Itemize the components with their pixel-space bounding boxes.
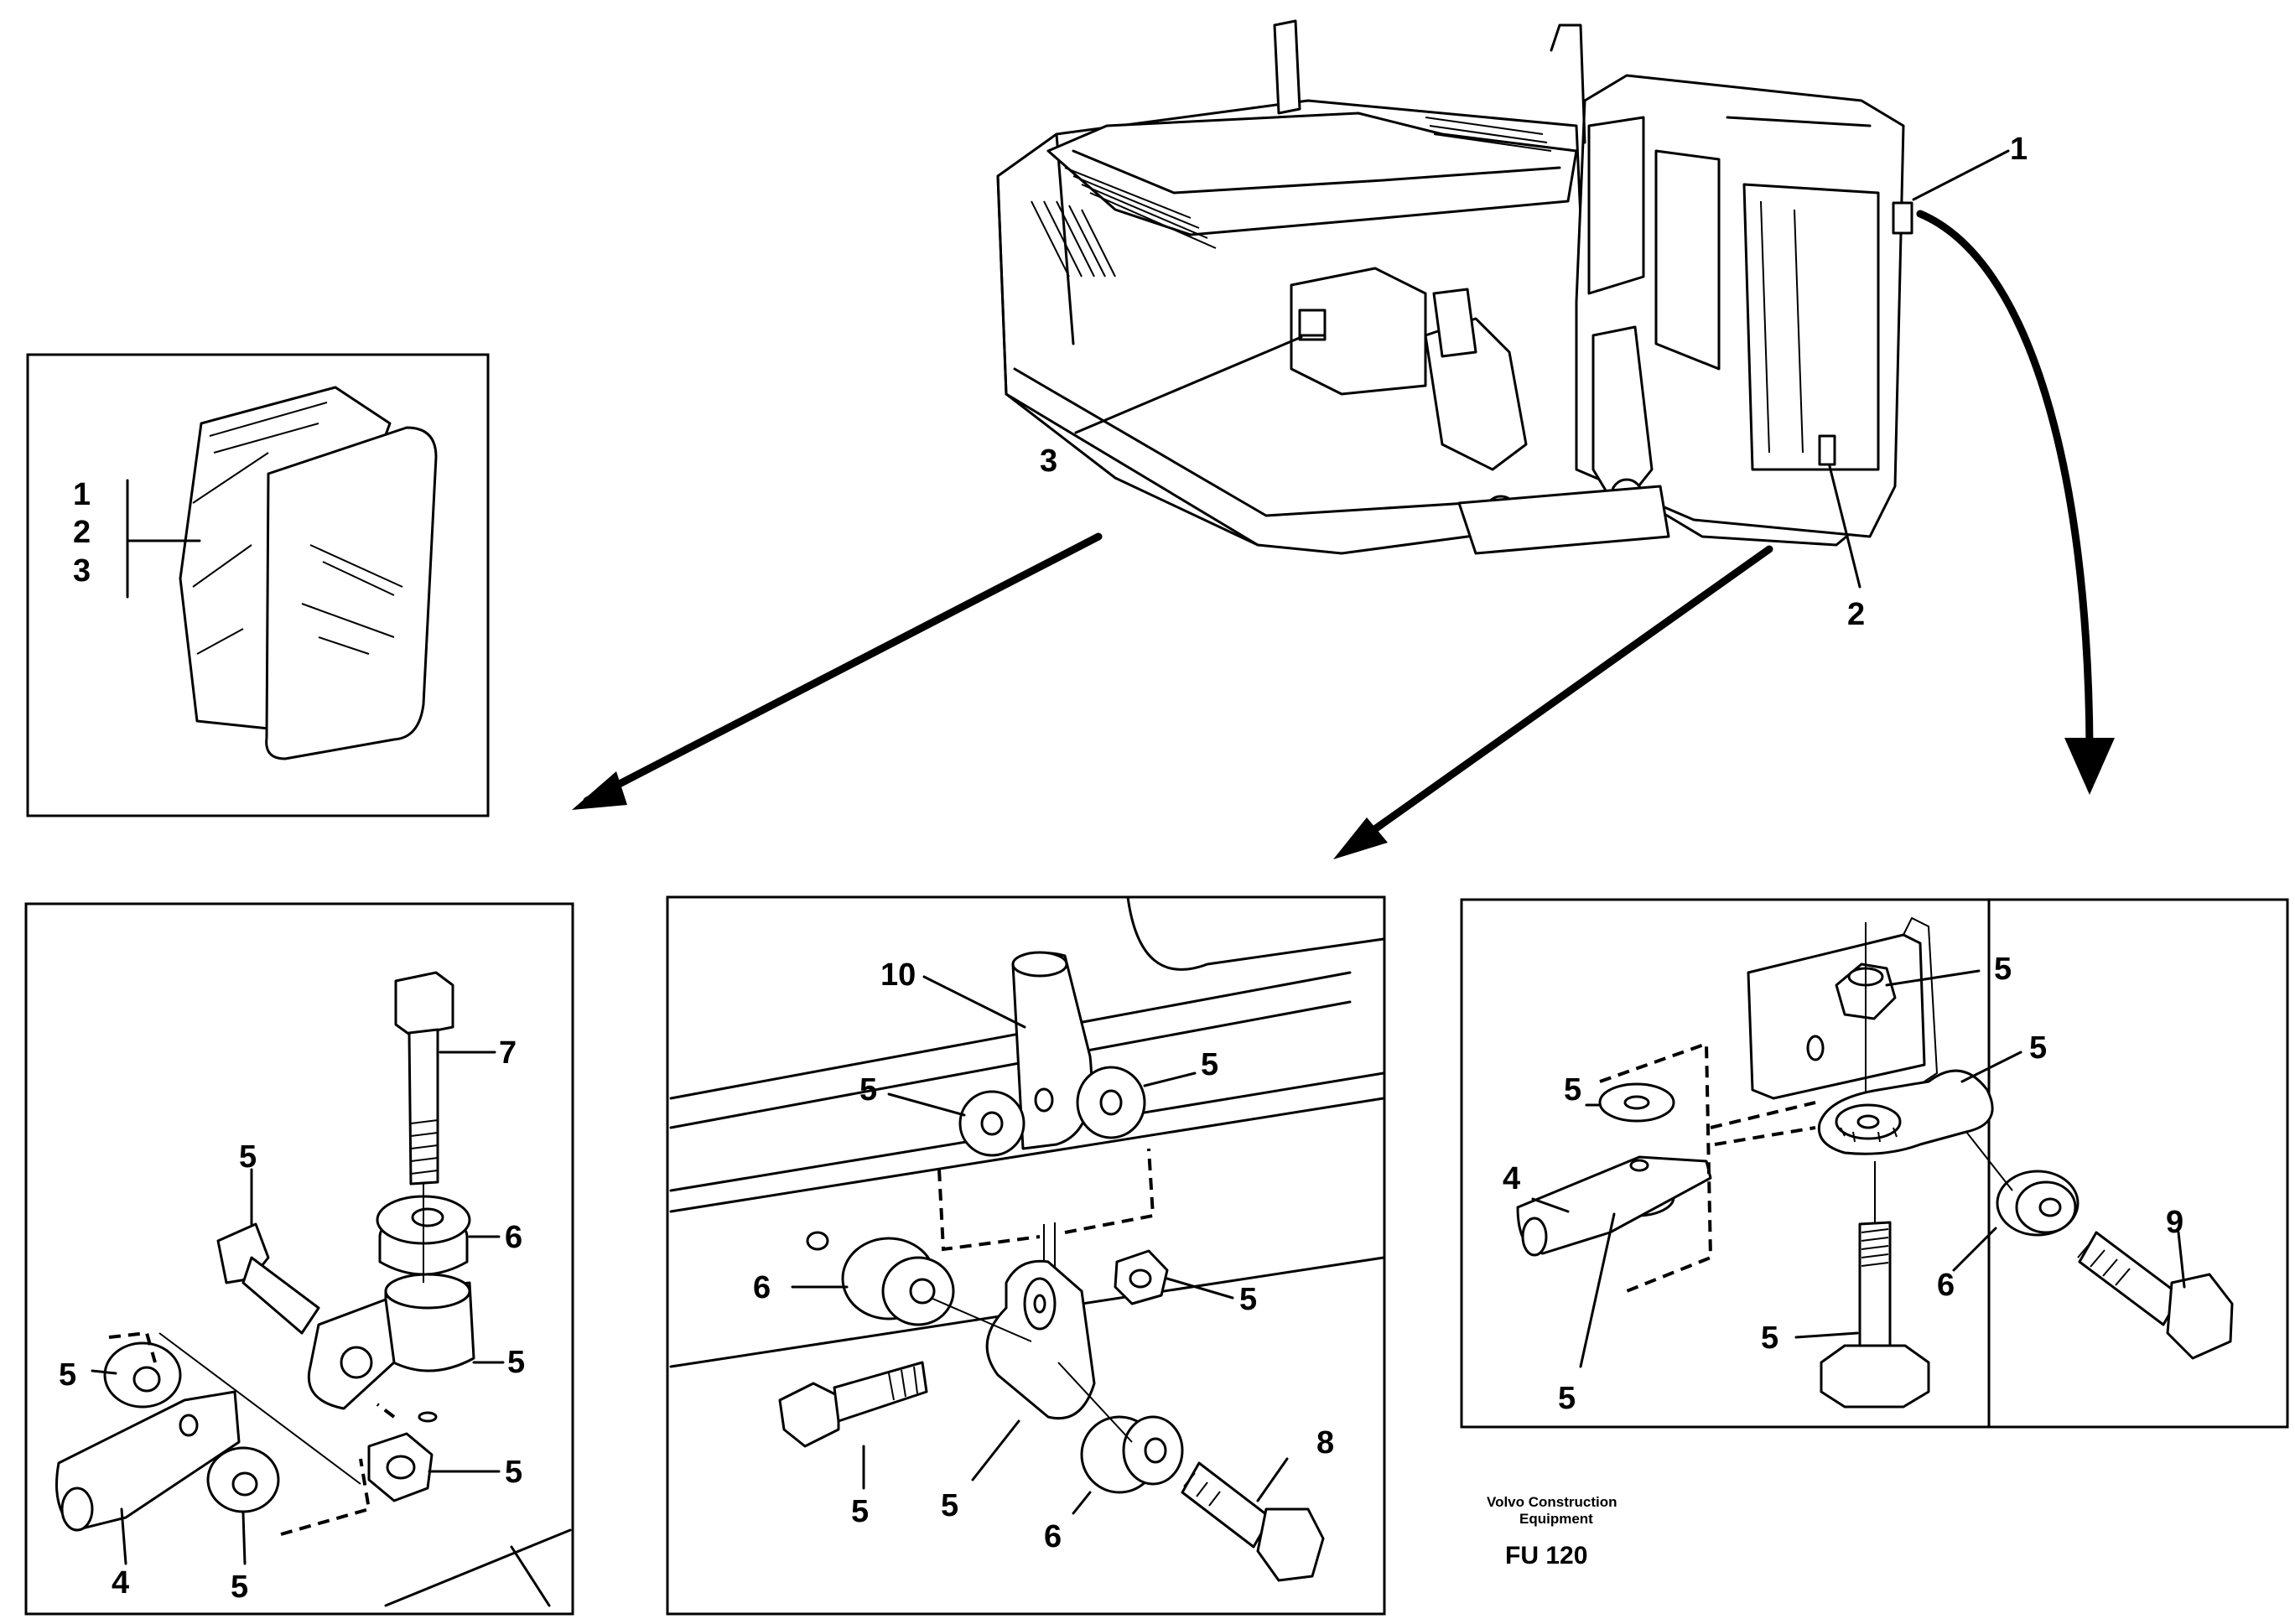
right-callout-9: 9 xyxy=(2166,1205,2183,1240)
panel-left-mount: 7 5 6 5 5 4 5 5 xyxy=(24,902,574,1616)
right-callout-4: 4 xyxy=(1503,1161,1520,1196)
left-callout-6: 6 xyxy=(505,1220,522,1255)
right-callout-5-bolt: 5 xyxy=(1761,1320,1778,1356)
left-callout-7: 7 xyxy=(499,1035,517,1071)
middle-callout-8: 8 xyxy=(1316,1425,1334,1461)
middle-callout-5-nut: 5 xyxy=(1239,1282,1257,1317)
panel-middle-mount: 10 5 5 6 5 5 5 6 8 xyxy=(666,895,1386,1616)
left-callout-5-washer: 5 xyxy=(59,1357,76,1393)
right-callout-5-washer-bottom: 5 xyxy=(1558,1381,1576,1416)
brand-line-1: Volvo Construction xyxy=(1487,1494,1617,1510)
inset-callout-3: 3 xyxy=(73,553,91,589)
inset-lamp-panel: 1 2 3 xyxy=(26,353,490,817)
callout-1-machine: 1 xyxy=(2010,132,2028,167)
right-callout-5-clamp: 5 xyxy=(2029,1030,2047,1066)
middle-callout-5-bolt: 5 xyxy=(851,1494,869,1529)
left-callout-5-lower: 5 xyxy=(231,1570,248,1605)
direction-arrows xyxy=(572,210,2115,859)
right-callout-5-nut: 5 xyxy=(1994,952,2012,987)
footer-branding: Volvo Construction Equipment FU 120 xyxy=(1487,1494,1617,1570)
inset-callout-1: 1 xyxy=(73,477,91,512)
panel-right-mount: 5 5 5 4 6 9 5 5 xyxy=(1460,898,2289,1429)
right-callout-5-washer-top: 5 xyxy=(1564,1072,1581,1108)
right-callout-6: 6 xyxy=(1937,1268,1955,1303)
middle-callout-5-right: 5 xyxy=(1201,1047,1218,1082)
left-callout-4: 4 xyxy=(112,1565,129,1601)
middle-callout-5-clamp: 5 xyxy=(941,1488,958,1523)
middle-callout-6-lower: 6 xyxy=(1044,1519,1062,1554)
inset-callout-2: 2 xyxy=(73,515,91,550)
left-callout-5-top: 5 xyxy=(239,1139,257,1175)
left-callout-5-nut: 5 xyxy=(505,1455,522,1490)
middle-callout-5-left: 5 xyxy=(859,1072,877,1108)
excavator-illustration xyxy=(996,19,1913,555)
middle-callout-6-upper: 6 xyxy=(753,1270,771,1305)
machine-callouts: 1 2 3 xyxy=(1040,132,2028,632)
left-callout-5-clamp: 5 xyxy=(507,1345,525,1380)
brand-line-2: Equipment xyxy=(1519,1511,1593,1527)
middle-callout-10: 10 xyxy=(880,957,916,993)
callout-2-machine: 2 xyxy=(1847,597,1865,632)
figure-code: FU 120 xyxy=(1505,1542,1587,1570)
callout-3-machine: 3 xyxy=(1040,444,1057,479)
